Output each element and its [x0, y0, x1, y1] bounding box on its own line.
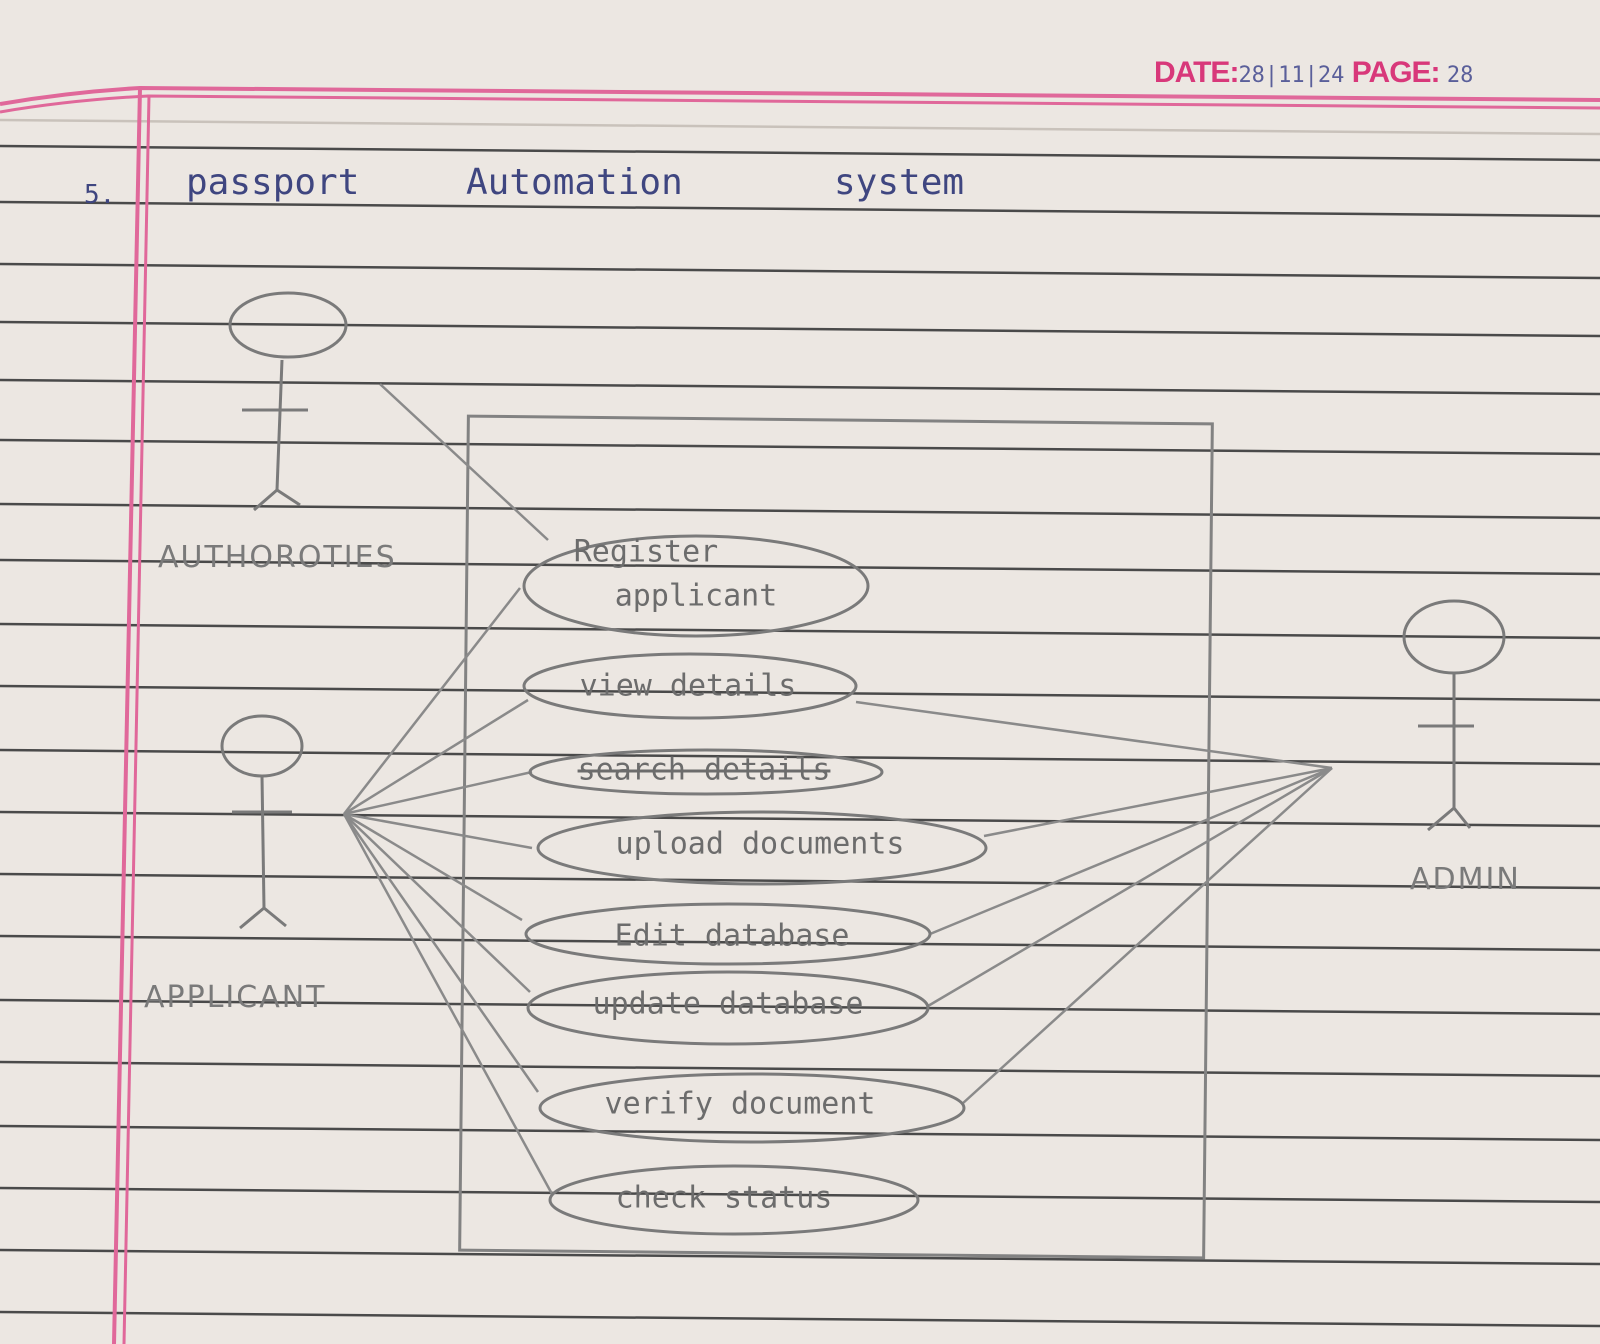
uc-edit-ellipse — [524, 902, 932, 966]
assoc-admin-update — [927, 766, 1333, 1008]
ruled-line — [0, 502, 1600, 520]
use-case-ellipses — [522, 534, 988, 1236]
actor-label-applicant: APPLICANT — [144, 980, 327, 1015]
ruled-line — [0, 684, 1600, 702]
assoc-authorities-register — [379, 383, 549, 541]
ruled-line — [0, 622, 1600, 640]
title-word-3: system — [834, 162, 965, 203]
date-value: 28|11|24 — [1238, 63, 1345, 88]
assoc-applicant-register — [343, 587, 521, 815]
actor-label-authorities: AUTHOROTIES — [158, 540, 397, 575]
ruled-line — [0, 438, 1600, 456]
uc-register-line1: Register — [573, 534, 719, 570]
ruled-line — [0, 934, 1600, 952]
ruled-line — [0, 320, 1600, 338]
uc-register-line2: applicant — [614, 578, 778, 614]
applicant-leg-right — [263, 906, 287, 928]
ruled-line — [0, 998, 1600, 1016]
admin-leg-right — [1452, 807, 1472, 829]
date-label: DATE: — [1154, 56, 1239, 89]
question-number: 5. — [84, 180, 116, 210]
ruled-line — [0, 872, 1600, 890]
actor-admin-figure — [1402, 599, 1506, 832]
ruled-line — [0, 378, 1600, 396]
ruled-line — [0, 810, 1600, 828]
page-value: 28 — [1446, 63, 1474, 88]
ruled-line — [0, 1186, 1600, 1204]
actor-applicant-figure — [220, 714, 304, 930]
ruled-line — [0, 200, 1600, 218]
ruled-lines — [0, 118, 1600, 1328]
applicant-head — [220, 714, 304, 778]
ruled-line — [0, 558, 1600, 576]
uc-update-label: update database — [592, 986, 864, 1022]
authorities-leg-left — [253, 488, 278, 512]
title-word-1: passport — [186, 162, 360, 203]
ruled-line — [0, 262, 1600, 280]
assoc-applicant-edit — [343, 812, 523, 922]
actor-authorities-figure — [228, 291, 348, 512]
uc-check-ellipse — [548, 1164, 920, 1236]
title-word-2: Automation — [466, 162, 683, 203]
authorities-body — [275, 359, 284, 491]
assoc-applicant-upload — [343, 812, 533, 850]
uc-verify-label: verify document — [604, 1086, 876, 1122]
applicant-leg-left — [239, 906, 265, 930]
assoc-admin-verify — [961, 767, 1333, 1105]
uc-upload-ellipse — [536, 810, 988, 886]
uc-update-ellipse — [526, 970, 930, 1046]
ruled-line — [0, 118, 1600, 136]
page-header: DATE:28|11|24 PAGE: 28 — [1154, 56, 1473, 90]
uc-register-ellipse — [522, 534, 870, 638]
ruled-line — [0, 1310, 1600, 1328]
assoc-applicant-search — [343, 770, 533, 816]
uc-check-label: check status — [615, 1180, 833, 1216]
associations — [342, 383, 1333, 1195]
uc-edit-label: Edit database — [614, 918, 850, 954]
admin-leg-left — [1427, 806, 1455, 832]
applicant-body — [260, 775, 266, 909]
assoc-applicant-verify — [342, 813, 540, 1093]
uc-upload-label: upload documents — [615, 826, 905, 862]
uc-view-ellipse — [522, 652, 858, 720]
ruled-line — [0, 1248, 1600, 1266]
left-margin-line — [112, 87, 142, 1344]
ruled-line — [0, 748, 1600, 766]
authorities-leg-right — [276, 488, 301, 507]
uc-search-ellipse — [528, 748, 884, 796]
assoc-applicant-check — [342, 813, 554, 1195]
assoc-admin-edit — [929, 766, 1333, 936]
uc-search-label: search details — [577, 752, 831, 788]
assoc-applicant-update — [343, 813, 531, 993]
top-margin-line — [0, 85, 1600, 106]
ruled-line — [0, 1124, 1600, 1142]
left-margin-line-2 — [122, 95, 151, 1344]
authorities-head — [228, 291, 348, 359]
assoc-admin-upload — [983, 766, 1333, 838]
uc-verify-ellipse — [538, 1072, 966, 1144]
uc-view-label: view details — [579, 668, 797, 704]
assoc-applicant-view — [343, 698, 529, 816]
actor-label-admin: ADMIN — [1410, 862, 1521, 897]
margin-lines — [0, 85, 1600, 1344]
page-label: PAGE: — [1351, 56, 1441, 89]
assoc-admin-view — [855, 700, 1333, 770]
ruled-line — [0, 144, 1600, 162]
ruled-line — [0, 1060, 1600, 1078]
